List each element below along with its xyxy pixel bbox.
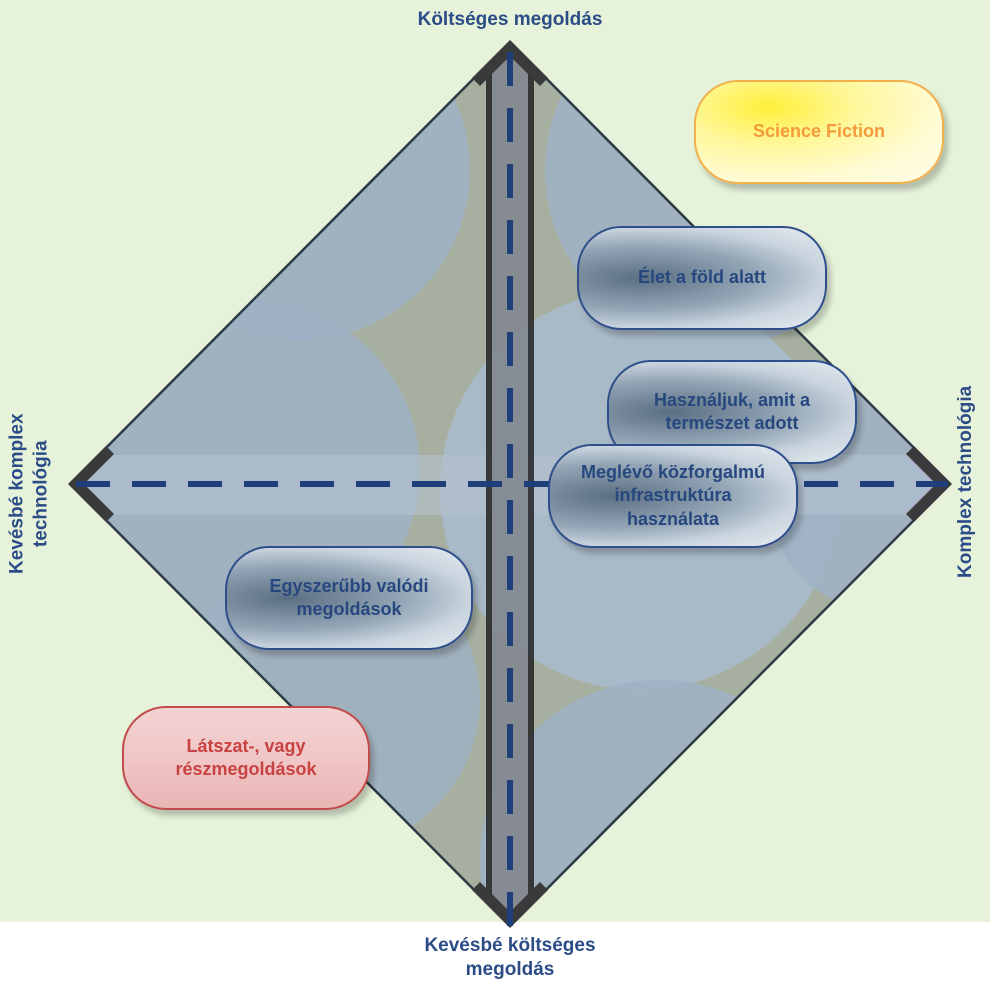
latszat-label: Látszat-, vagy részmegoldások bbox=[175, 735, 317, 779]
hasznaljuk-label: Használjuk, amit a természet adott bbox=[653, 389, 811, 433]
bottom-axis-label: Kevésbé költséges megoldás bbox=[424, 935, 596, 980]
elet-a-fold-alatt-pill: Élet a föld alatt bbox=[577, 226, 827, 330]
corner-caps bbox=[68, 40, 952, 928]
meglevo-pill: Meglévő közforgalmú infrastruktúra haszn… bbox=[548, 444, 798, 548]
right-axis-label: Komplex technológia bbox=[955, 385, 977, 578]
science-fiction-label: Science Fiction bbox=[752, 121, 886, 142]
top-axis-label: Költséges megoldás bbox=[417, 9, 603, 30]
latszat-pill: Látszat-, vagy részmegoldások bbox=[122, 706, 370, 810]
meglevo-label: Meglévő közforgalmú infrastruktúra haszn… bbox=[580, 461, 766, 529]
science-fiction-pill: Science Fiction bbox=[694, 80, 944, 184]
egyszerubb-pill: Egyszerűbb valódi megoldások bbox=[225, 546, 473, 650]
egyszerubb-label: Egyszerűbb valódi megoldások bbox=[269, 575, 429, 619]
left-axis-label: Kevésbé komplex technológia bbox=[6, 413, 51, 575]
elet-a-fold-alatt-label: Élet a föld alatt bbox=[637, 267, 767, 288]
